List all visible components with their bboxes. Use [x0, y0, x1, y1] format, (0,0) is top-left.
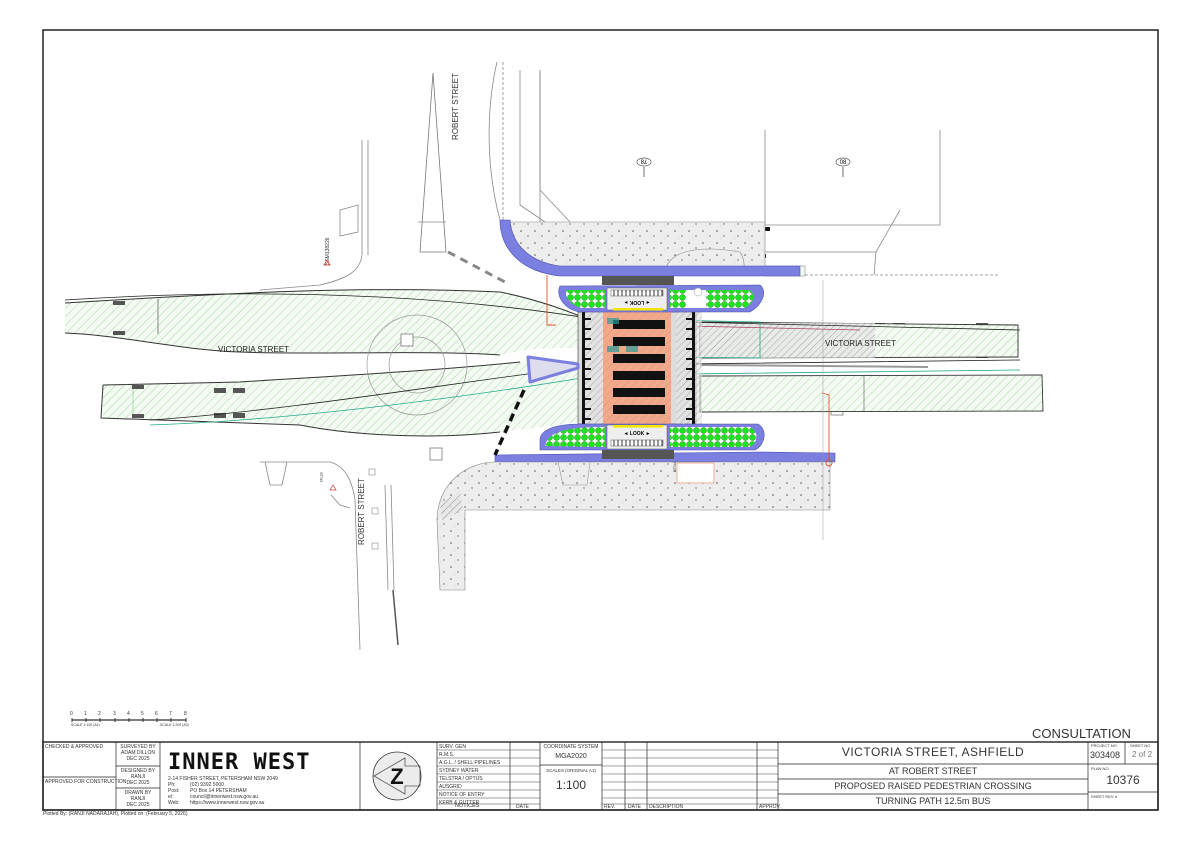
- drawing-subtitle-2: PROPOSED RAISED PEDESTRIAN CROSSING: [834, 781, 1032, 791]
- zebra-stripes: [613, 320, 665, 414]
- kerb-ramp-south: [602, 450, 674, 459]
- look-marking-south: ◄ LOOK ►: [623, 431, 650, 437]
- median-hatch-south: [103, 360, 590, 436]
- refuge-island: [526, 355, 580, 384]
- plan-no: 10376: [1106, 773, 1140, 787]
- lane-line: [64, 289, 591, 321]
- south-footpath: [436, 461, 831, 591]
- ramp-teeth-east: [686, 318, 692, 420]
- project-no: 303408: [1090, 750, 1121, 760]
- kerb-ramp-north: [602, 276, 674, 285]
- survey-mark-ssm: SSM138226: [325, 237, 331, 265]
- rev-date-header: DATE: [628, 804, 641, 810]
- drawing-title: VICTORIA STREET, ASHFIELD: [841, 745, 1025, 759]
- sheet-rev-label: SHEET REV #: [1091, 794, 1117, 799]
- median-hatch-east-south: [699, 374, 1044, 413]
- dashed-kerb-north: [447, 250, 506, 284]
- svg-text:78: 78: [640, 158, 647, 164]
- robert-street-south: [260, 461, 399, 651]
- drawing-subtitle-3: TURNING PATH 12.5m BUS: [875, 796, 991, 806]
- raised-crossing: [577, 311, 702, 425]
- survey-mark-stn3: STN3: [319, 472, 324, 483]
- notice-rows: [437, 749, 778, 805]
- roundabout-outer: [366, 314, 468, 416]
- scale-label-a3: SCALE 1:200 (A3): [160, 723, 189, 727]
- coordinate-system-label: COORDINATE SYSTEM: [543, 744, 599, 750]
- robert-street-south-label: ROBERT STREET: [357, 478, 366, 545]
- scale-value: 1:100: [555, 778, 587, 792]
- svg-text:Z: Z: [390, 764, 403, 789]
- kerb-north: [499, 219, 801, 277]
- ramp-teeth-west: [585, 318, 591, 420]
- utility-pit: [764, 227, 770, 231]
- council-logo: INNER WEST: [168, 750, 311, 775]
- notices-list: SURV. GEN R.M.S. A.G.L. / SHELL PIPELINE…: [439, 744, 501, 806]
- yellow-line-south: [613, 425, 663, 428]
- council-contacts: Ph:(02) 9392 5000 Post:PO Box 14 PETERSH…: [168, 782, 265, 806]
- drawing-subtitle-1: AT ROBERT STREET: [888, 766, 978, 776]
- notices-date-label: DATE: [516, 804, 529, 810]
- scale-bar: [71, 718, 187, 722]
- dashed-kerb-south: [493, 389, 526, 456]
- house-number-80: 80: [835, 158, 851, 177]
- victoria-street-east-label: VICTORIA STREET: [825, 339, 896, 348]
- building-footprint: [676, 462, 715, 484]
- median-hatch-north: [65, 289, 590, 355]
- scale-label-a1: SCALE 1:100 (A1): [71, 723, 100, 727]
- council-address: 2-14 FISHER STREET, PETERSHAM NSW 2049: [168, 776, 278, 782]
- kerb-line: [699, 364, 929, 368]
- rev-description-header: DESCRIPTION: [649, 804, 684, 810]
- victoria-street-west-label: VICTORIA STREET: [218, 345, 289, 354]
- north-arrow: Z: [372, 751, 422, 801]
- plot-footer: Plotted By: (RANJI NADARAJAH), Plotted o…: [43, 811, 188, 817]
- robert-street-north-label: ROBERT STREET: [451, 73, 460, 140]
- setout-markers: [546, 275, 833, 467]
- consultation-stamp: CONSULTATION: [1032, 726, 1131, 741]
- planting-north-west: [565, 290, 605, 308]
- checked-approved-label: CHECKED & APPROVED: [45, 744, 104, 750]
- house-number-78: 78: [636, 158, 652, 177]
- yellow-line-north: [613, 308, 663, 311]
- bus-turning-envelope: [700, 323, 875, 358]
- rev-header: REV.: [604, 804, 616, 810]
- plan-no-label: PLAN NO.: [1091, 766, 1110, 771]
- look-marking-north: ◄ LOOK ►: [623, 299, 650, 305]
- road-signs: [368, 468, 379, 550]
- planting-south-west: [545, 427, 605, 447]
- notices-footer: NOTICES: [455, 803, 480, 809]
- sheet-no: 2 of 2: [1132, 750, 1153, 759]
- roundabout-inner: [388, 336, 446, 394]
- svg-text:80: 80: [839, 158, 846, 164]
- survey-mark-icon: [323, 259, 331, 266]
- title-block-grid: [42, 741, 1159, 811]
- sheet-no-label: SHEET NO: [1130, 743, 1151, 748]
- coordinate-system-value: MGA2020: [555, 753, 587, 760]
- rev-approv-header: APPROV.: [759, 804, 781, 810]
- survey-mark-stn4: STN4: [672, 461, 677, 472]
- project-no-label: PROJECT NO: [1091, 743, 1117, 748]
- scales-label: SCALES (ORIGINAL A1): [546, 768, 596, 773]
- planting-south-east: [670, 427, 757, 447]
- approved-construction-label: APPROVED FOR CONSTRUCTION: [45, 779, 127, 785]
